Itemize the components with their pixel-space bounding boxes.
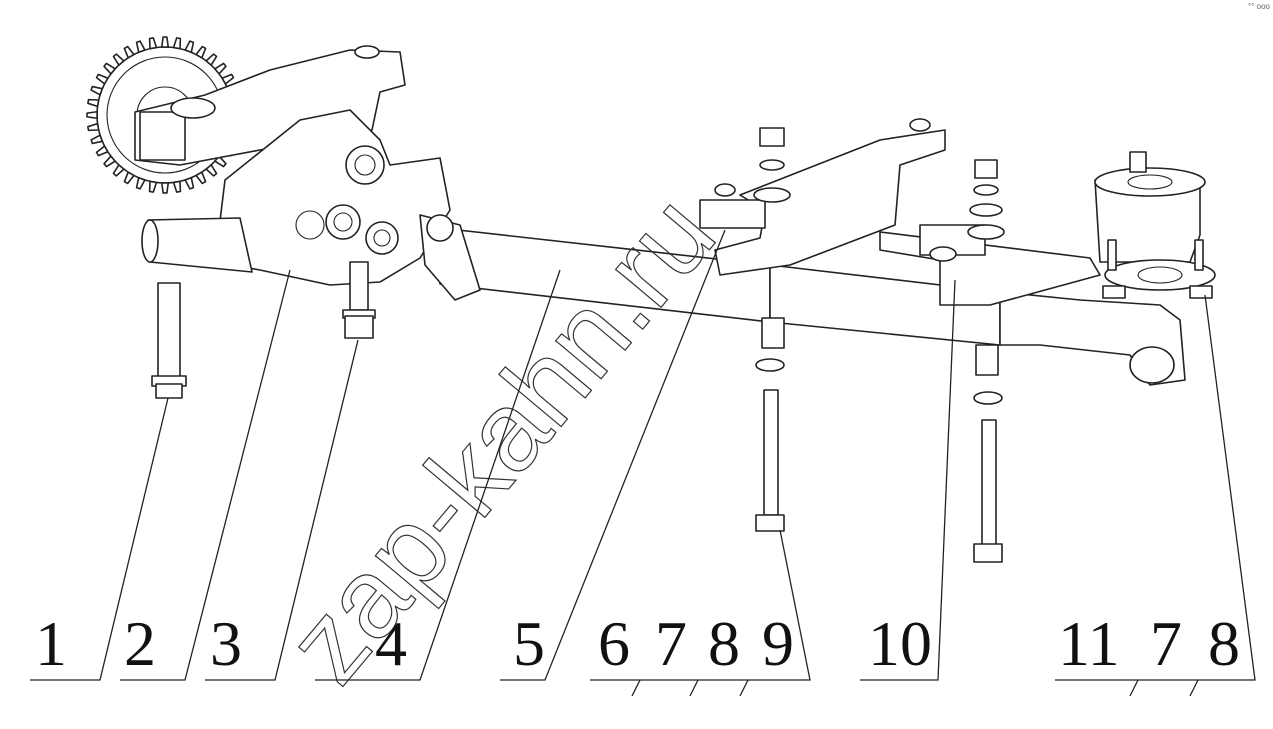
gear-tooth xyxy=(90,85,104,96)
gear-tooth xyxy=(86,110,98,120)
gear-tooth xyxy=(135,176,146,190)
gear-tooth xyxy=(87,122,100,132)
callout-9: 9 xyxy=(762,608,794,679)
support-bracket xyxy=(699,118,1101,306)
callout-1: 1 xyxy=(35,608,67,679)
gear-tooth xyxy=(214,62,227,75)
gear-tooth xyxy=(103,62,116,75)
bracket-pad xyxy=(699,199,766,229)
leader-lines xyxy=(30,229,1256,697)
gear-tooth xyxy=(214,155,227,168)
pump-body xyxy=(147,217,253,273)
oil-pump-assembly xyxy=(86,36,451,286)
strainer-housing xyxy=(1094,151,1216,299)
gear-tooth xyxy=(95,145,109,157)
bolt-stack-middle xyxy=(753,127,791,532)
gear-tooth xyxy=(221,73,235,85)
gear-tooth xyxy=(90,134,104,145)
gear-tooth xyxy=(112,53,125,66)
callout-numbers: 1 2 3 4 5 6 7 8 9 10 11 7 8 xyxy=(35,608,1240,679)
gear-tooth xyxy=(172,37,182,50)
gear-tooth xyxy=(205,53,218,66)
gear-tooth xyxy=(135,40,146,54)
callout-11: 11 xyxy=(1058,608,1120,679)
callout-2: 2 xyxy=(124,608,156,679)
bolt-stack-right xyxy=(967,159,1005,563)
callout-8-right: 8 xyxy=(1208,608,1240,679)
gear-tooth xyxy=(184,176,195,190)
gear-tooth xyxy=(184,40,195,54)
gear-tooth xyxy=(123,171,135,185)
gear-tooth xyxy=(160,36,170,48)
pump-nut-bolt xyxy=(342,261,376,339)
suction-pipe xyxy=(419,214,1186,386)
callout-5: 5 xyxy=(513,608,545,679)
gear-tooth xyxy=(103,155,116,168)
callout-7: 7 xyxy=(655,608,687,679)
gear-tooth xyxy=(148,37,158,50)
gear-tooth xyxy=(123,45,135,59)
pump-bolt xyxy=(151,282,187,399)
gear-tooth xyxy=(160,182,170,194)
pump-bracket xyxy=(134,49,406,166)
callout-6: 6 xyxy=(598,608,630,679)
gear-tooth xyxy=(172,180,182,193)
gear-tooth xyxy=(205,164,218,177)
gear-tooth xyxy=(195,45,207,59)
callout-4: 4 xyxy=(375,608,407,679)
gear-tooth xyxy=(148,180,158,193)
gear-tooth xyxy=(195,171,207,185)
gear-tooth xyxy=(95,73,109,85)
corner-mark: °° ooo xyxy=(1248,2,1271,11)
callout-8: 8 xyxy=(708,608,740,679)
gear-tooth xyxy=(112,164,125,177)
callout-7-right: 7 xyxy=(1150,608,1182,679)
gear-tooth xyxy=(87,98,100,108)
callout-10: 10 xyxy=(868,608,932,679)
bracket-block xyxy=(139,111,186,161)
callout-3: 3 xyxy=(210,608,242,679)
